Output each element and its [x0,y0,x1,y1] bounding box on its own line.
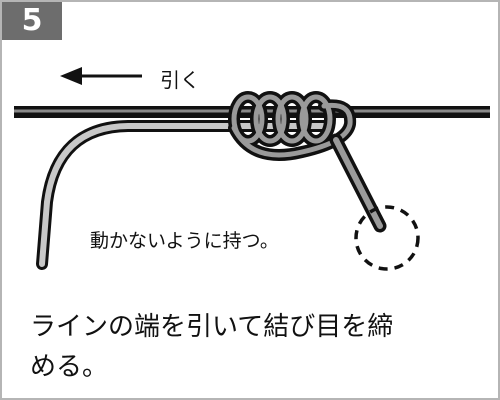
hold-label: 動かないように持つ。 [90,230,279,252]
caption-line-2: める。 [30,352,109,382]
step-caption: ラインの端を引いて結び目を締 める。 [30,307,480,387]
tag-end-line [329,133,387,233]
dashed-circle-icon [354,205,420,271]
left-arrow-icon [60,67,142,85]
step-number-badge: 5 [2,2,62,40]
knot-coils [228,91,357,161]
pull-label: 引く [160,68,200,92]
caption-line-1: ラインの端を引いて結び目を締 [30,312,394,342]
curved-line-fill [39,123,327,267]
